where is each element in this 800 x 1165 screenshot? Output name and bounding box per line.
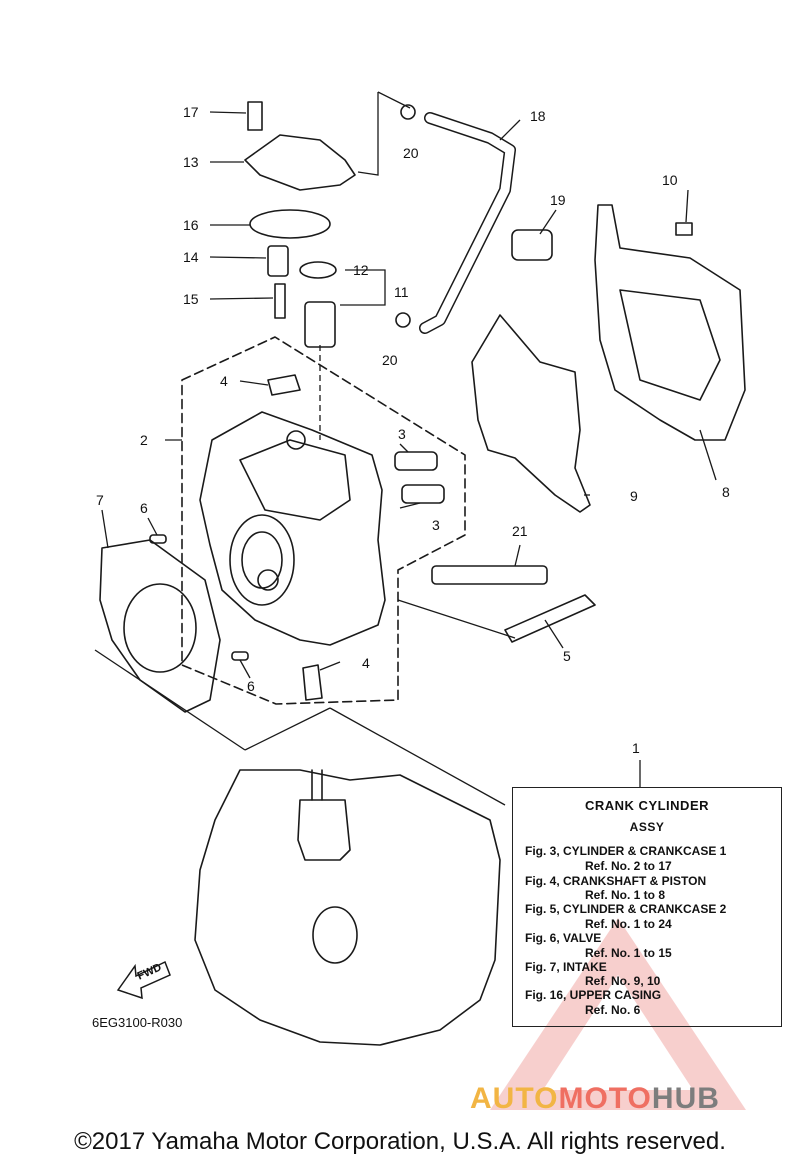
reference-fig: Fig. 6, VALVE [525,931,602,945]
callout-15: 15 [183,291,199,307]
fitting-lower [302,664,323,701]
callout-14: 14 [183,249,199,265]
callout-8: 8 [722,484,730,500]
watermark-triangle [490,918,746,1110]
reference-ref: Ref. No. 1 to 24 [585,917,672,931]
reference-ref: Ref. No. 6 [585,1003,641,1017]
callout-4-upper: 4 [220,373,228,389]
reference-fig: Fig. 4, CRANKSHAFT & PISTON [525,874,707,888]
callout-1: 1 [632,740,640,756]
washer [299,261,337,279]
clip-upper [400,104,416,120]
thermostat [304,301,336,348]
reference-box: CRANK CYLINDER ASSY Fig. 3, CYLINDER & C… [512,787,782,1027]
callout-5: 5 [563,648,571,664]
callout-3-lower: 3 [432,517,440,533]
reference-ref: Ref. No. 9, 10 [585,974,661,988]
fitting-upper [267,374,301,396]
callout-6-upper: 6 [140,500,148,516]
callout-19: 19 [550,192,566,208]
callout-3-upper: 3 [398,426,406,442]
reference-subtitle: ASSY [629,820,665,834]
callout-11: 11 [394,284,409,300]
callout-18: 18 [530,108,546,124]
callout-2: 2 [140,432,148,448]
reference-ref: Ref. No. 1 to 15 [585,946,672,960]
callout-6-lower: 6 [247,678,255,694]
long-bolt [504,594,596,643]
bolt-small [274,283,286,319]
reference-title: CRANK CYLINDER [585,798,709,813]
watermark-part-1: AUTO [470,1082,559,1115]
reference-fig: Fig. 16, UPPER CASING [525,988,662,1002]
bolt-cover [675,222,693,236]
pin-upper [149,534,167,544]
watermark-part-3: HUB [651,1082,720,1115]
callout-16: 16 [183,217,199,233]
callout-13: 13 [183,154,199,170]
watermark-logo: AUTOMOTOHUB [470,1082,720,1116]
reference-fig: Fig. 5, CYLINDER & CRANKCASE 2 [525,902,727,916]
copyright-notice: ©2017 Yamaha Motor Corporation, U.S.A. A… [74,1128,726,1155]
sleeve-upper [394,451,438,471]
callout-17: 17 [183,104,199,120]
cover-gasket [471,314,591,513]
reference-ref: Ref. No. 1 to 8 [585,888,666,902]
callout-21: 21 [512,523,528,539]
callout-12: 12 [353,262,369,278]
cylinder-cover [594,204,746,441]
reference-ref: Ref. No. 2 to 17 [585,859,672,873]
crankcase [194,769,501,1046]
clamp [511,229,553,261]
watermark-part-2: MOTO [558,1082,652,1115]
collar [267,245,289,277]
drawing-code: 6EG3100-R030 [92,1015,183,1030]
bolt-top [247,101,263,131]
sleeve-lower [401,484,445,504]
spark-plug [431,565,548,585]
callout-20-upper: 20 [403,145,419,161]
thermostat-gasket [249,209,331,239]
head-gasket [99,539,221,713]
callout-7: 7 [96,492,104,508]
assembly-outline [181,336,466,705]
hose [419,112,516,334]
reference-fig: Fig. 3, CYLINDER & CRANKCASE 1 [525,844,727,858]
clip-lower [395,312,411,328]
callout-20-lower: 20 [382,352,398,368]
fwd-arrow-icon [116,960,171,1000]
callout-9: 9 [630,488,638,504]
thermostat-housing [244,134,356,191]
callout-4-lower: 4 [362,655,370,671]
callout-10: 10 [662,172,678,188]
reference-fig: Fig. 7, INTAKE [525,960,607,974]
pin-lower [231,651,249,661]
cylinder-block [199,411,386,646]
